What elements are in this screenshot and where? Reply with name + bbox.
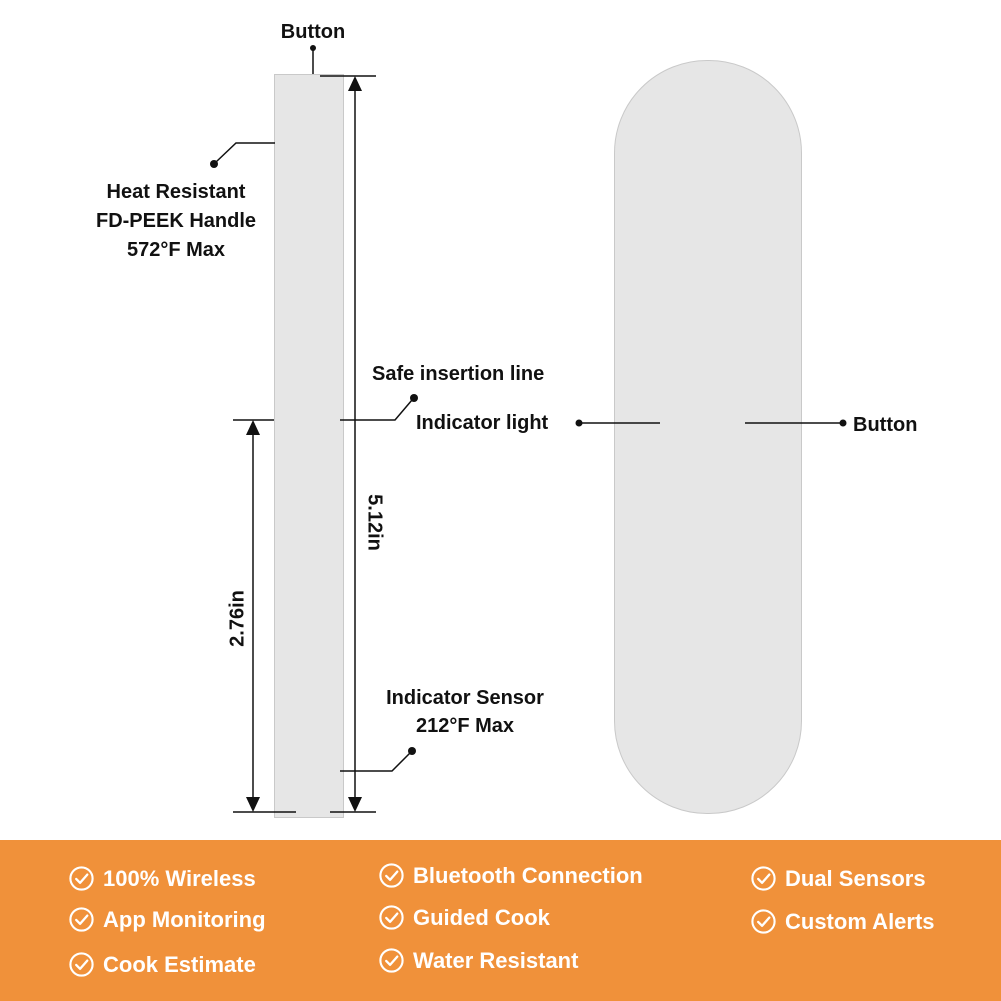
feature-item: App Monitoring bbox=[68, 906, 266, 933]
probe-photo bbox=[274, 74, 344, 818]
base-button-leader-dot bbox=[839, 419, 847, 427]
base-button-label: Button bbox=[853, 414, 918, 436]
feature-label: Bluetooth Connection bbox=[413, 862, 643, 888]
feature-item: Bluetooth Connection bbox=[378, 862, 643, 889]
check-circle-icon bbox=[69, 952, 94, 977]
product-diagram: Button Heat Resistant FD-PEEK Handle 572… bbox=[95, 21, 918, 818]
charger-base-photo bbox=[614, 60, 802, 814]
check-circle-icon bbox=[379, 948, 404, 973]
check-circle-icon bbox=[751, 866, 776, 891]
feature-item: 100% Wireless bbox=[68, 865, 256, 892]
insertion-length-label: 2.76in bbox=[226, 590, 249, 647]
button-top-label: Button bbox=[280, 21, 346, 43]
handle-leader-dot bbox=[210, 160, 218, 168]
feature-label: Water Resistant bbox=[413, 947, 579, 973]
check-circle-icon bbox=[69, 907, 94, 932]
feature-label: Cook Estimate bbox=[103, 951, 256, 977]
safe-insertion-leader-dot bbox=[410, 394, 418, 402]
feature-item: Water Resistant bbox=[378, 947, 578, 974]
check-circle-icon bbox=[379, 905, 404, 930]
handle-leader bbox=[215, 142, 275, 163]
dimension-lines bbox=[210, 45, 847, 813]
dim-2-76-bottom-arrow bbox=[246, 797, 260, 812]
sensor-leader bbox=[340, 752, 411, 772]
feature-label: App Monitoring bbox=[103, 906, 266, 932]
feature-label: Guided Cook bbox=[413, 904, 550, 930]
handle-label-line1: Heat Resistant bbox=[106, 181, 246, 203]
total-length-label: 5.12in bbox=[363, 494, 386, 551]
dim-5-12-top-arrow bbox=[348, 76, 362, 91]
feature-label: Dual Sensors bbox=[785, 865, 926, 891]
sensor-label-line2: 212°F Max bbox=[415, 715, 515, 737]
check-circle-icon bbox=[69, 866, 94, 891]
check-circle-icon bbox=[379, 863, 404, 888]
dim-5-12-bottom-arrow bbox=[348, 797, 362, 812]
sensor-label-line1: Indicator Sensor bbox=[386, 687, 544, 709]
feature-item: Custom Alerts bbox=[750, 908, 935, 935]
indicator-light-leader-dot bbox=[575, 419, 583, 427]
handle-label-line3: 572°F Max bbox=[126, 239, 226, 261]
safe-insertion-label: Safe insertion line bbox=[372, 363, 545, 385]
feature-label: 100% Wireless bbox=[103, 865, 256, 891]
feature-item: Dual Sensors bbox=[750, 865, 926, 892]
dim-2-76-top-arrow bbox=[246, 420, 260, 435]
button-leader-dot bbox=[310, 45, 316, 51]
feature-item: Guided Cook bbox=[378, 904, 550, 931]
sensor-leader-dot bbox=[408, 747, 416, 755]
handle-label-line2: FD-PEEK Handle bbox=[95, 210, 257, 232]
features-banner: 100% Wireless App Monitoring Cook Estima… bbox=[0, 840, 1001, 1001]
check-circle-icon bbox=[751, 909, 776, 934]
safe-insertion-leader bbox=[340, 399, 413, 421]
indicator-light-label: Indicator light bbox=[416, 412, 549, 434]
feature-item: Cook Estimate bbox=[68, 951, 256, 978]
feature-label: Custom Alerts bbox=[785, 908, 935, 934]
